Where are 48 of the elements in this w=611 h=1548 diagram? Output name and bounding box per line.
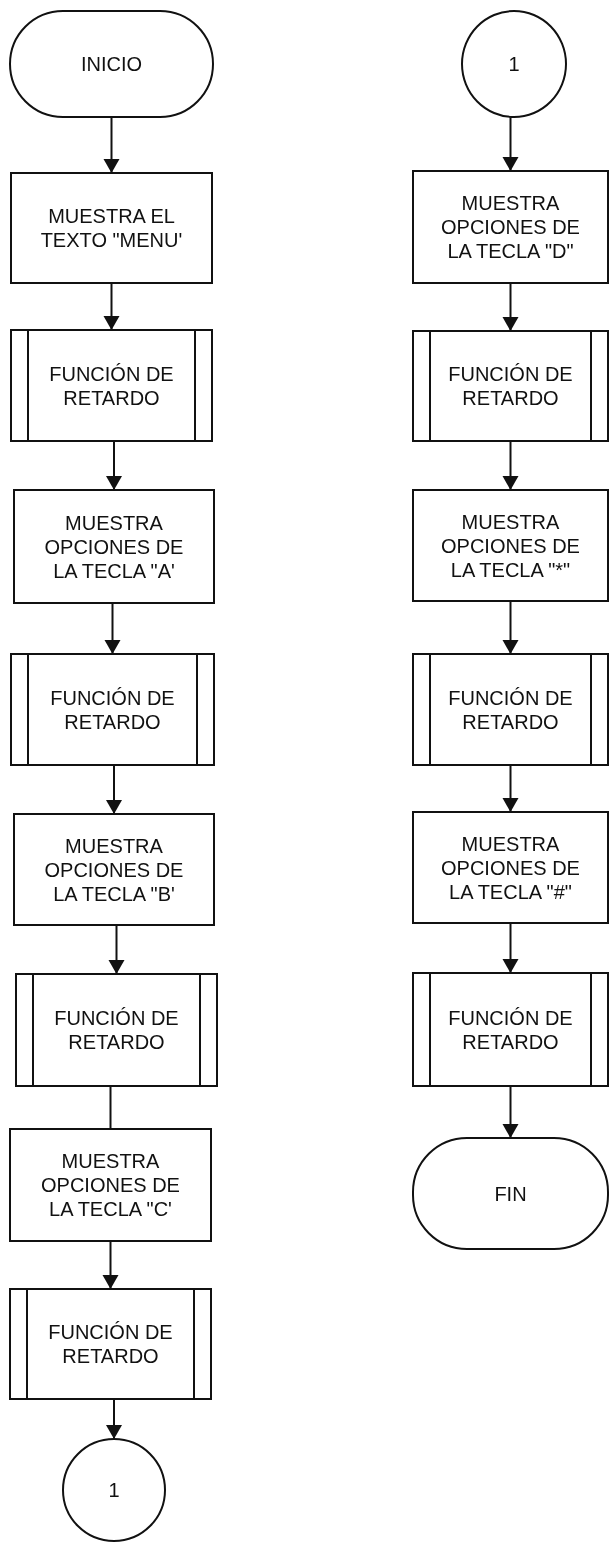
node-label: MUESTRA OPCIONES DE LA TECLA "C' xyxy=(40,1149,181,1221)
arrow xyxy=(502,441,519,490)
node-label: MUESTRA OPCIONES DE LA TECLA "D" xyxy=(440,191,581,263)
arrow xyxy=(502,765,519,812)
arrow xyxy=(106,765,122,814)
process-box xyxy=(13,489,215,604)
process-box xyxy=(9,1128,212,1242)
node-label: FUNCIÓN DE RETARDO xyxy=(48,361,175,410)
node-label: MUESTRA OPCIONES DE LA TECLA "B' xyxy=(43,833,185,906)
arrow xyxy=(103,283,120,330)
process-box xyxy=(412,489,609,602)
node-label: INICIO xyxy=(79,52,144,76)
arrow xyxy=(502,283,519,331)
process-box xyxy=(412,170,609,284)
node-label: FUNCIÓN DE RETARDO xyxy=(49,685,176,734)
predefined-process-box xyxy=(10,653,215,766)
node-label: 1 xyxy=(507,52,521,76)
process-box xyxy=(13,813,215,926)
node-label: MUESTRA OPCIONES DE LA TECLA "A' xyxy=(43,510,185,583)
node-label: FUNCIÓN DE RETARDO xyxy=(447,362,574,410)
node-label: FUNCIÓN DE RETARDO xyxy=(447,685,574,734)
node-label: FUNCIÓN DE RETARDO xyxy=(447,1005,574,1054)
arrow xyxy=(102,1241,119,1289)
arrow xyxy=(104,603,121,654)
node-label: MUESTRA OPCIONES DE LA TECLA "*" xyxy=(440,509,581,582)
arrow xyxy=(502,923,519,973)
predefined-process-box xyxy=(412,972,609,1087)
node-label: 1 xyxy=(107,1478,121,1502)
predefined-process-box xyxy=(412,653,609,766)
arrow xyxy=(502,601,519,654)
arrow xyxy=(106,1399,122,1439)
arrow xyxy=(106,441,122,490)
connector-line xyxy=(109,1086,112,1129)
node-label: FIN xyxy=(493,1181,528,1206)
predefined-process-box xyxy=(15,973,218,1087)
process-box xyxy=(10,172,213,284)
process-box xyxy=(412,811,609,924)
node-label: FUNCIÓN DE RETARDO xyxy=(53,1006,180,1054)
predefined-process-box xyxy=(9,1288,212,1400)
arrow xyxy=(108,925,125,974)
predefined-process-box xyxy=(412,330,609,442)
node-label: FUNCIÓN DE RETARDO xyxy=(47,1320,174,1368)
predefined-process-box xyxy=(10,329,213,442)
arrow xyxy=(502,117,519,171)
arrow xyxy=(103,117,120,173)
node-label: MUESTRA OPCIONES DE LA TECLA "#" xyxy=(440,831,581,904)
node-label: MUESTRA EL TEXTO "MENU' xyxy=(39,204,184,252)
arrow xyxy=(502,1086,519,1138)
